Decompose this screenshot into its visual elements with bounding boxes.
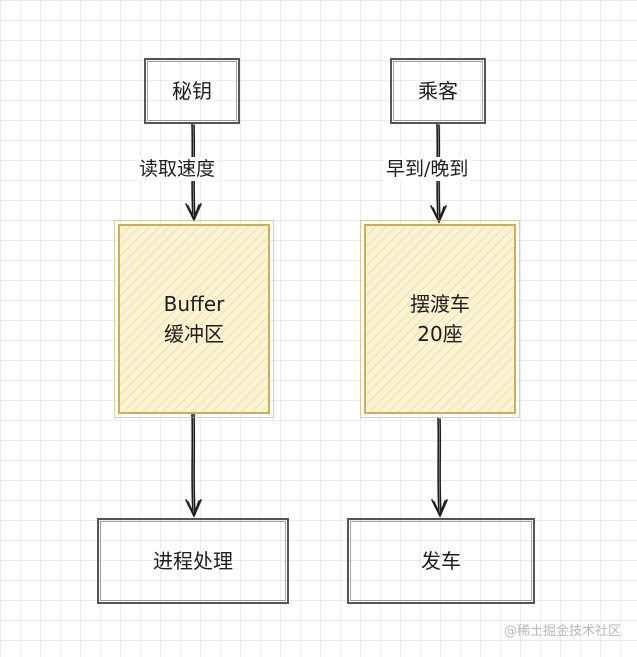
watermark-text: @稀土掘金技术社区 [503,624,621,639]
arrowhead-depart [431,499,448,518]
shuttle-node-label: 摆渡车 20座 [410,292,470,346]
read-speed-label: 读取速度 [137,157,218,181]
shuttle-node[interactable]: 摆渡车 20座 [360,220,520,418]
arrowhead-process [185,499,202,518]
depart-node-label: 发车 [421,549,461,573]
key-node-label: 秘钥 [172,79,212,103]
buffer-node[interactable]: Buffer 缓冲区 [114,220,274,418]
edge-shuttle-to-depart [437,417,442,515]
arrival-time-label: 早到/晚到 [384,157,471,181]
buffer-node-label: Buffer 缓冲区 [163,292,225,346]
key-node[interactable]: 秘钥 [144,58,240,124]
watermark: @稀土掘金技术社区 [504,620,621,639]
arrowhead-buffer-left [185,203,202,222]
passenger-node[interactable]: 乘客 [390,58,486,124]
depart-node[interactable]: 发车 [347,518,535,604]
edge-buffer-to-process [191,412,196,515]
process-node[interactable]: 进程处理 [97,518,289,604]
passenger-node-label: 乘客 [418,79,458,103]
arrowhead-shuttle [430,205,447,224]
process-node-label: 进程处理 [153,549,233,573]
